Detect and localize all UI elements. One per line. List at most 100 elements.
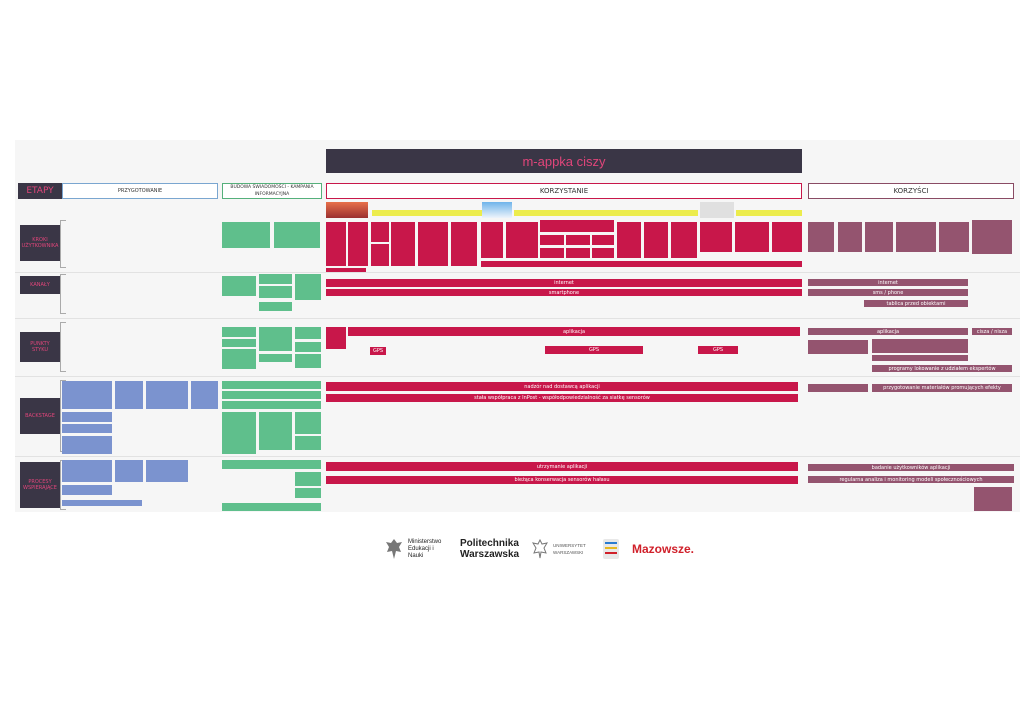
campaign-card [259, 286, 292, 298]
campaign-card [222, 339, 256, 347]
stage-przygotowanie: PRZYGOTOWANIE [62, 183, 218, 199]
campaign-card [222, 460, 321, 469]
step-card [566, 235, 590, 245]
step-card [451, 222, 477, 266]
row-label-procesy: PROCESY WSPIERAJĄCE [20, 462, 60, 508]
prep-card [62, 500, 142, 506]
benefit-card [896, 222, 936, 252]
row-brace [60, 274, 66, 314]
row-label-punkty: PUNKTY STYKU [20, 332, 60, 362]
benefit-card [865, 222, 893, 252]
step-card [418, 222, 448, 266]
step-card [326, 222, 346, 266]
prep-card [62, 412, 112, 422]
row-divider [15, 456, 1020, 457]
benefit-card [939, 222, 969, 252]
campaign-card [259, 354, 292, 362]
logo-uw: UNIWERSYTET WARSZAWSKI [530, 536, 586, 562]
benefit-card [872, 339, 968, 353]
campaign-card [259, 302, 292, 311]
step-card [592, 248, 614, 258]
map-title: m-appka ciszy [326, 149, 802, 173]
benefit-tablica: tablica przed obiektami [864, 300, 968, 307]
benefit-card [872, 355, 968, 361]
step-card [506, 222, 538, 258]
benefit-card [808, 222, 834, 252]
prep-card [62, 381, 112, 409]
campaign-card [274, 222, 320, 248]
process-utrzymanie: utrzymanie aplikacji [326, 462, 798, 471]
touchpoint-gps: GPS [370, 347, 386, 355]
prep-card [146, 460, 188, 482]
phase-bar [514, 210, 698, 216]
touchpoint-gps: GPS [545, 346, 643, 354]
prep-card [115, 460, 143, 482]
step-card [540, 235, 564, 245]
logo-mazowsze: Mazowsze. [632, 536, 694, 562]
campaign-card [295, 412, 321, 434]
campaign-card [222, 222, 270, 248]
prep-card [146, 381, 188, 409]
campaign-card [295, 354, 321, 368]
campaign-card [222, 412, 256, 454]
step-card [592, 235, 614, 245]
prep-card [115, 381, 143, 409]
stage-budowa: BUDOWA ŚWIADOMOŚCI - KAMPANIA INFORMACYJ… [222, 183, 322, 199]
backstage-stala: stała współpraca z InPost - współodpowie… [326, 394, 798, 402]
step-card [540, 220, 614, 232]
campaign-card [295, 472, 321, 486]
row-label-backstage: BACKSTAGE [20, 398, 60, 434]
step-card [644, 222, 668, 258]
benefit-sms: sms / phone [808, 289, 968, 296]
step-card [371, 222, 389, 242]
stage-photo [326, 202, 368, 218]
phase-bar [372, 210, 482, 216]
row-brace [60, 322, 66, 372]
step-card [481, 261, 802, 267]
eagle-icon [531, 538, 549, 559]
touchpoint-card [326, 327, 346, 349]
row-label-kroki: KROKI UŻYTKOWNIKA [20, 225, 60, 261]
campaign-card [295, 488, 321, 498]
campaign-card [222, 381, 321, 389]
benefit-regularna: regularna analiza i monitoring modeli sp… [808, 476, 1014, 483]
stage-photo [482, 202, 512, 218]
logo-pw-line1: Politechnika [460, 538, 519, 549]
benefit-programy: programy lokowanie z udziałem ekspertów [872, 365, 1012, 372]
logo-ministerstwo: Ministerstwo Edukacji i Nauki [384, 536, 444, 562]
step-card [735, 222, 769, 252]
prep-card [62, 436, 112, 454]
campaign-card [295, 274, 321, 300]
journey-map-board [15, 140, 1020, 512]
step-card [700, 222, 732, 252]
campaign-card [222, 391, 321, 399]
campaign-card [295, 436, 321, 450]
campaign-card [222, 349, 256, 369]
logo-ministerstwo-text: Ministerstwo Edukacji i Nauki [408, 538, 442, 559]
logo-emblem [600, 536, 622, 562]
benefit-cisza: cisza / nisza [972, 328, 1012, 335]
backstage-nadzor: nadzór nad dostawcą aplikacji [326, 382, 798, 391]
process-biezaca: bieżąca konserwacja sensorów hałasu [326, 476, 798, 484]
row-divider [15, 376, 1020, 377]
benefit-aplikacja: aplikacja [808, 328, 968, 335]
campaign-card [259, 274, 292, 284]
row-brace [60, 220, 66, 268]
benefit-card [808, 384, 868, 392]
row-divider [15, 318, 1020, 319]
benefit-card [808, 340, 868, 354]
step-card [617, 222, 641, 258]
touchpoint-aplikacja: aplikacja [348, 327, 800, 336]
campaign-card [222, 503, 321, 511]
benefit-card [972, 220, 1012, 254]
benefit-internet: internet [808, 279, 968, 286]
step-card [348, 222, 368, 266]
step-card [391, 222, 415, 266]
logo-uw-text: UNIWERSYTET WARSZAWSKI [553, 543, 586, 555]
campaign-card [259, 440, 292, 450]
campaign-card [295, 327, 321, 339]
benefit-przygotowanie: przygotowanie materiałów promujących efe… [872, 384, 1012, 392]
row-divider [15, 272, 1020, 273]
channel-internet: internet [326, 279, 802, 287]
benefit-card [974, 487, 1012, 511]
